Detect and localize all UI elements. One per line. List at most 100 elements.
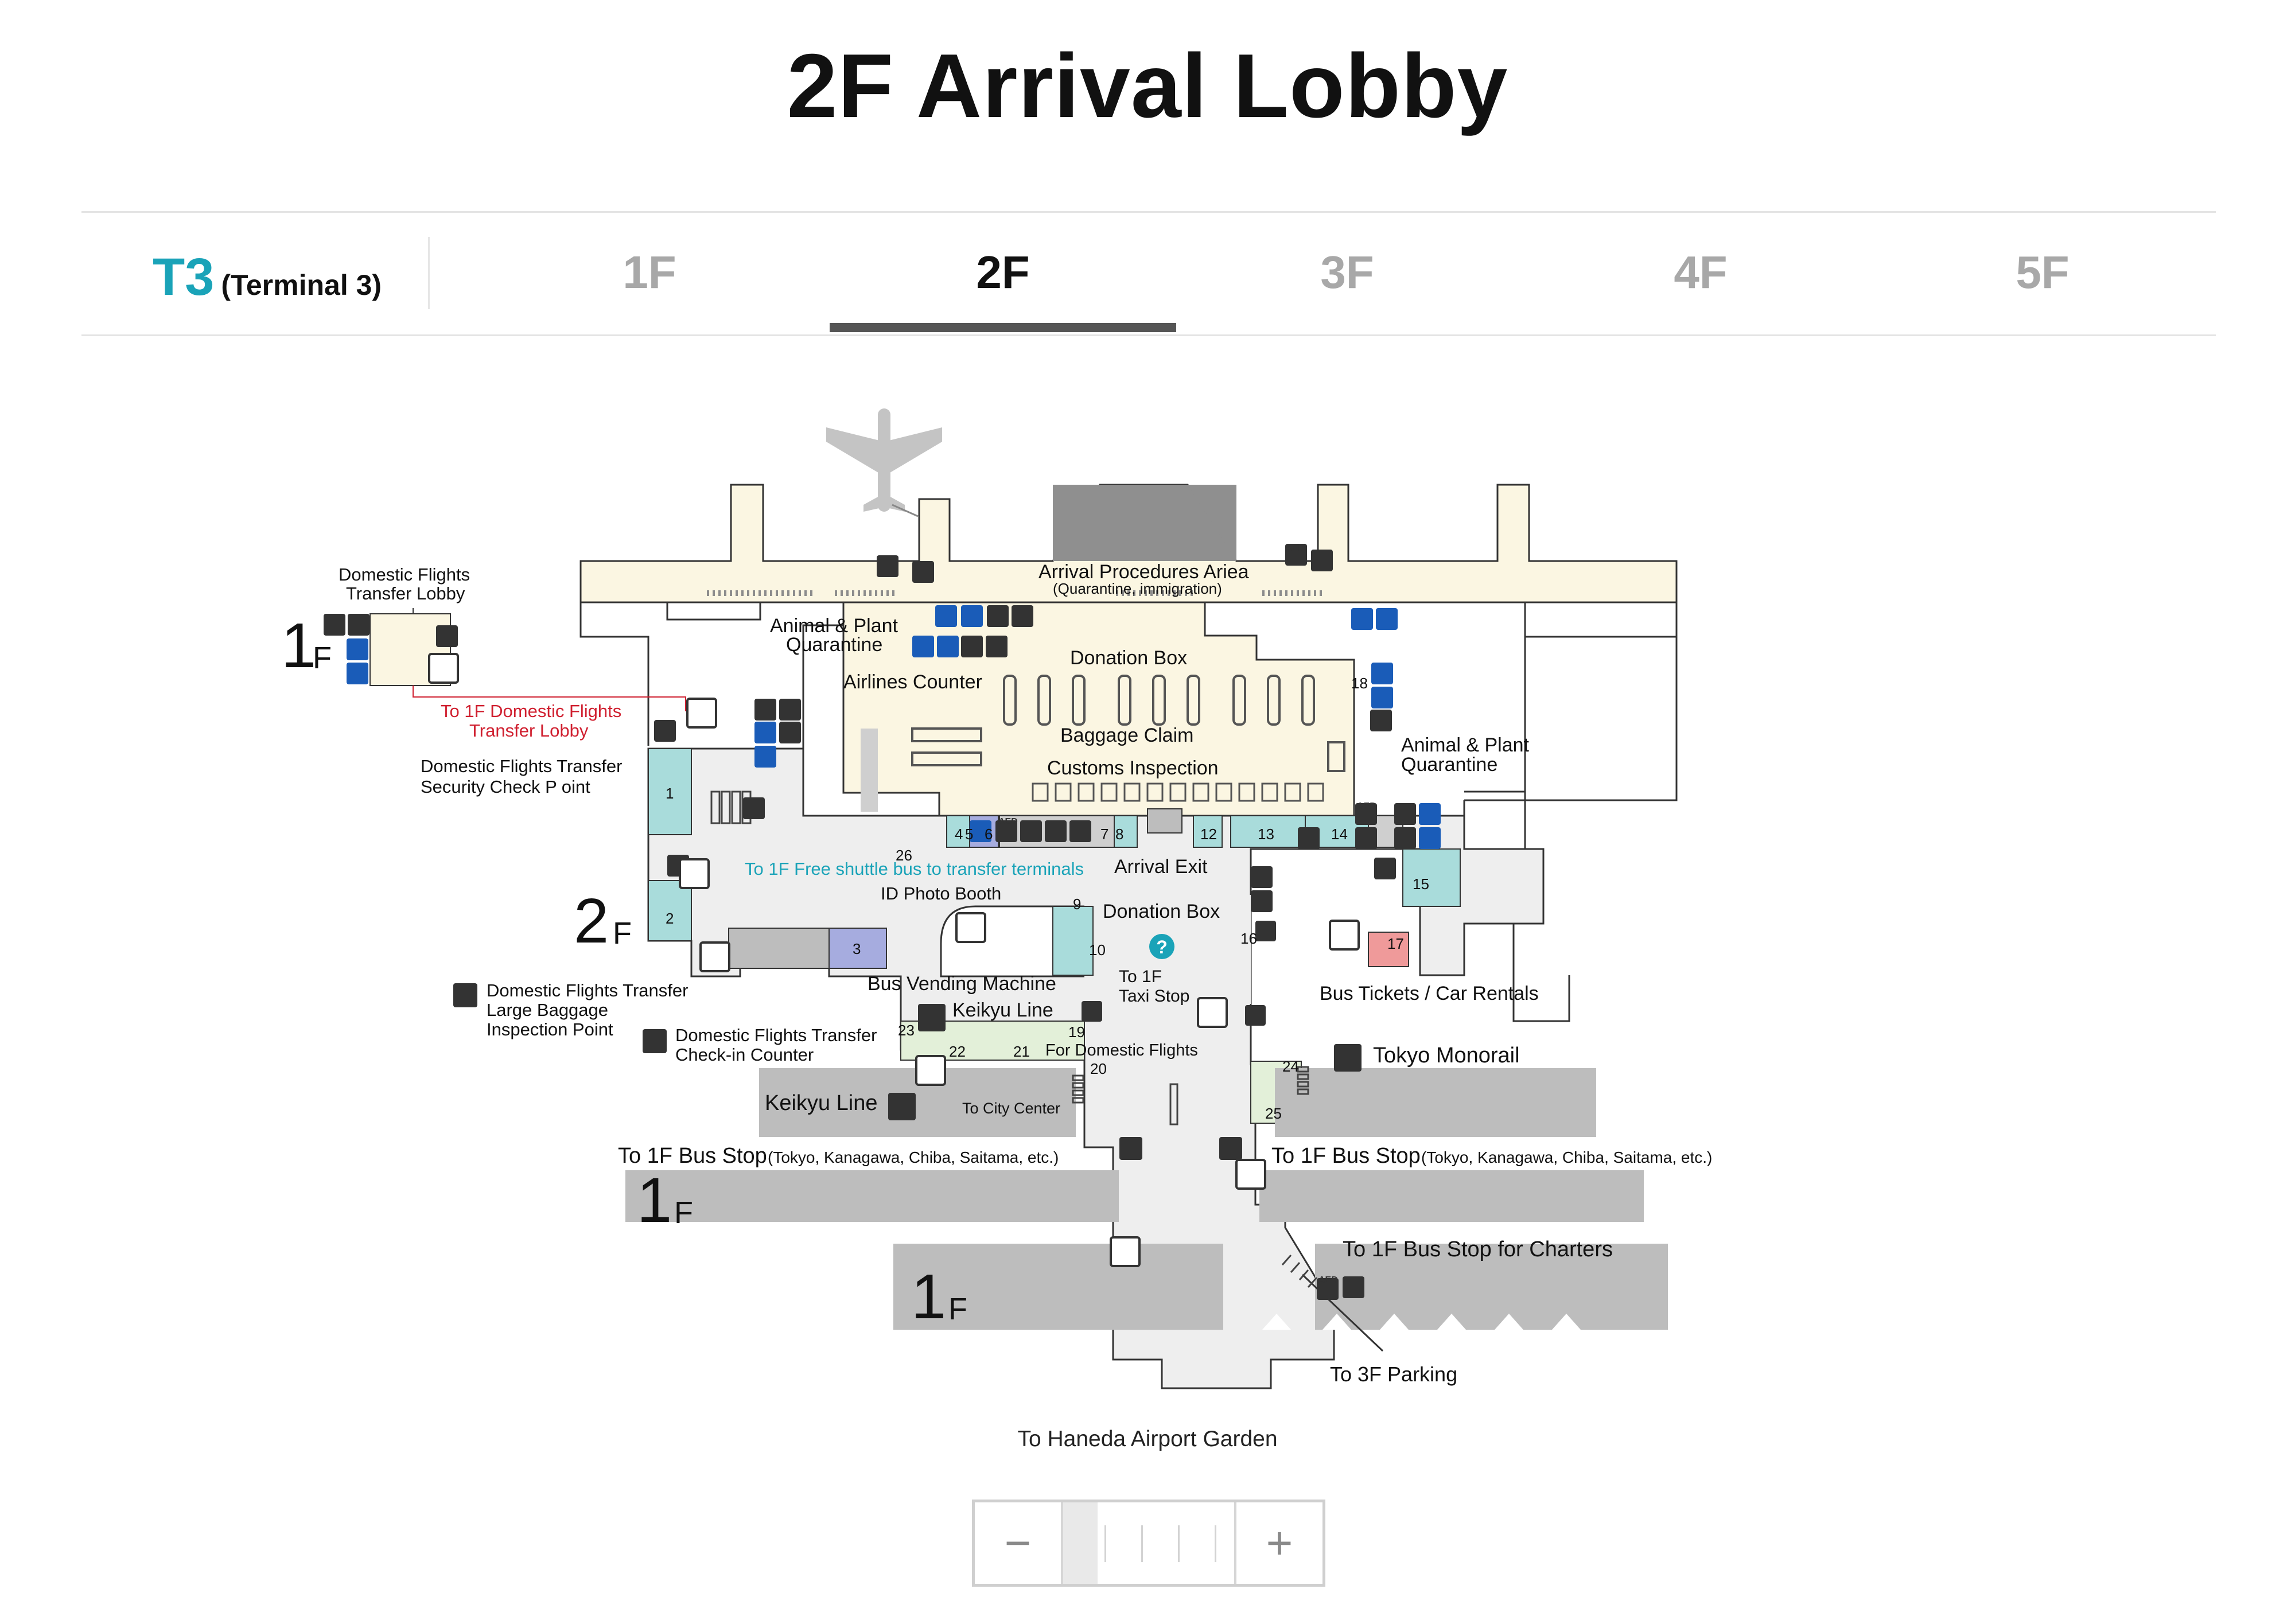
- svg-text:To 1F Bus Stop: To 1F Bus Stop: [1271, 1144, 1421, 1168]
- svg-text:F: F: [674, 1195, 693, 1230]
- svg-text:For Domestic Flights: For Domestic Flights: [1045, 1041, 1198, 1060]
- svg-text:26: 26: [896, 847, 912, 864]
- svg-text:Large Baggage: Large Baggage: [487, 1000, 608, 1020]
- svg-text:1: 1: [911, 1261, 946, 1332]
- svg-text:8: 8: [1115, 825, 1123, 843]
- active-tab-indicator: [830, 323, 1176, 332]
- arrival-exit-label: Arrival Exit: [1114, 856, 1208, 878]
- taxi-stop-label: Taxi Stop: [1119, 987, 1189, 1006]
- svg-text:Quarantine: Quarantine: [786, 634, 882, 656]
- service-icons: ?: [324, 544, 1441, 1300]
- svg-text:6: 6: [985, 825, 993, 843]
- svg-text:Keikyu Line: Keikyu Line: [952, 999, 1053, 1021]
- svg-text:ID Photo Booth: ID Photo Booth: [881, 883, 1001, 903]
- zoom-out-button[interactable]: −: [975, 1502, 1063, 1584]
- zoom-control: − +: [972, 1500, 1325, 1587]
- svg-text:Donation Box: Donation Box: [1070, 647, 1187, 669]
- svg-text:F: F: [613, 916, 632, 951]
- svg-text:10: 10: [1089, 941, 1106, 959]
- arrival-procedures-sublabel: (Quarantine, immigration): [1053, 580, 1222, 597]
- svg-text:16: 16: [1240, 930, 1257, 947]
- terminal-name: (Terminal 3): [221, 269, 382, 301]
- svg-text:To 1F Bus Stop: To 1F Bus Stop: [618, 1144, 767, 1168]
- svg-text:Transfer Lobby: Transfer Lobby: [346, 583, 465, 603]
- svg-text:24: 24: [1282, 1058, 1299, 1075]
- svg-text:(Tokyo, Kanagawa, Chiba, Saita: (Tokyo, Kanagawa, Chiba, Saitama, etc.): [1421, 1148, 1712, 1166]
- svg-text:7: 7: [1100, 825, 1108, 843]
- svg-text:Domestic Flights Transfer: Domestic Flights Transfer: [675, 1025, 877, 1045]
- terminal-code: T3: [153, 248, 215, 306]
- baggage-carousels: [911, 675, 1345, 772]
- customs-booths: [1032, 782, 1324, 802]
- svg-text:Donation Box: Donation Box: [1103, 901, 1220, 922]
- svg-text:AED: AED: [1318, 1275, 1338, 1285]
- svg-text:Animal & Plant: Animal & Plant: [1401, 734, 1530, 756]
- svg-text:Check-in Counter: Check-in Counter: [675, 1045, 814, 1065]
- svg-text:17: 17: [1387, 935, 1404, 952]
- tab-4f[interactable]: 4F: [1674, 247, 1728, 298]
- airplane-icon: [826, 408, 942, 512]
- svg-text:?: ?: [1156, 937, 1168, 957]
- svg-text:Transfer Lobby: Transfer Lobby: [469, 721, 589, 741]
- svg-text:18: 18: [1351, 675, 1368, 692]
- svg-text:Bus Vending Machine: Bus Vending Machine: [868, 973, 1056, 995]
- svg-text:1: 1: [637, 1165, 672, 1236]
- svg-text:23: 23: [898, 1022, 915, 1039]
- svg-text:AED: AED: [1285, 543, 1305, 553]
- svg-text:Animal & Plant: Animal & Plant: [770, 615, 898, 637]
- svg-text:5: 5: [965, 825, 973, 843]
- svg-text:4: 4: [955, 825, 963, 843]
- svg-text:Domestic Flights Transfer: Domestic Flights Transfer: [421, 756, 622, 776]
- zoom-slider-handle[interactable]: [1063, 1502, 1098, 1584]
- tab-2f[interactable]: 2F: [976, 247, 1030, 298]
- svg-text:To City Center: To City Center: [962, 1100, 1060, 1117]
- page-title: 2F Arrival Lobby: [787, 36, 1508, 137]
- svg-text:3: 3: [853, 940, 861, 957]
- tab-divider: [428, 237, 430, 309]
- svg-text:1: 1: [666, 785, 674, 802]
- svg-text:Security Check P oint: Security Check P oint: [421, 777, 590, 797]
- svg-text:12: 12: [1200, 825, 1217, 843]
- svg-text:To 1F Domestic Flights: To 1F Domestic Flights: [441, 701, 621, 721]
- arrival-procedures-label: Arrival Procedures Ariea: [1038, 561, 1249, 583]
- svg-text:20: 20: [1090, 1060, 1107, 1077]
- svg-text:21: 21: [1013, 1043, 1030, 1060]
- svg-text:14: 14: [1331, 825, 1348, 843]
- svg-text:(Tokyo, Kanagawa, Chiba, Saita: (Tokyo, Kanagawa, Chiba, Saitama, etc.): [768, 1148, 1059, 1166]
- baggage-claim-label: Baggage Claim: [1060, 725, 1193, 746]
- svg-text:F: F: [313, 641, 332, 675]
- garden-link-label: To Haneda Airport Garden: [1017, 1427, 1278, 1451]
- shuttle-bus-label: To 1F Free shuttle bus to transfer termi…: [745, 859, 1084, 879]
- zoom-in-button[interactable]: +: [1234, 1502, 1322, 1584]
- svg-text:2: 2: [574, 886, 609, 956]
- svg-text:AED: AED: [1357, 801, 1376, 811]
- bus-tickets-label: Bus Tickets / Car Rentals: [1320, 983, 1539, 1004]
- charter-bus-stop-label: To 1F Bus Stop for Charters: [1343, 1237, 1613, 1261]
- terminal-label: T3(Terminal 3): [153, 247, 382, 307]
- svg-text:1: 1: [281, 610, 316, 681]
- svg-text:To 1F: To 1F: [1119, 967, 1162, 986]
- svg-text:25: 25: [1265, 1105, 1282, 1122]
- svg-text:Inspection Point: Inspection Point: [487, 1019, 613, 1039]
- platforms: [625, 1068, 1668, 1330]
- tab-1f[interactable]: 1F: [623, 247, 676, 298]
- keikyu-line-label: Keikyu Line: [765, 1091, 877, 1115]
- tokyo-monorail-label: Tokyo Monorail: [1373, 1043, 1520, 1068]
- svg-text:2: 2: [666, 910, 674, 927]
- tab-5f[interactable]: 5F: [2016, 247, 2070, 298]
- facility-numbers: 1 2 3 4 5 6 7 8 9 10 12 13 14 15 16 17 1…: [666, 675, 1429, 1122]
- zoom-slider[interactable]: [1061, 1502, 1236, 1584]
- svg-text:22: 22: [949, 1043, 966, 1060]
- svg-text:Quarantine: Quarantine: [1401, 754, 1497, 776]
- svg-text:13: 13: [1258, 825, 1274, 843]
- floor-tab-bar: T3(Terminal 3) 1F 2F 3F 4F 5F: [81, 211, 2216, 336]
- tab-3f[interactable]: 3F: [1320, 247, 1374, 298]
- svg-text:15: 15: [1413, 875, 1429, 893]
- svg-text:9: 9: [1073, 895, 1081, 913]
- customs-inspection-label: Customs Inspection: [1047, 757, 1219, 779]
- svg-text:Domestic Flights Transfer: Domestic Flights Transfer: [487, 980, 688, 1000]
- parking-label: To 3F Parking: [1330, 1362, 1457, 1386]
- svg-text:AED: AED: [998, 817, 1018, 827]
- airlines-counter-label: Airlines Counter: [843, 671, 982, 693]
